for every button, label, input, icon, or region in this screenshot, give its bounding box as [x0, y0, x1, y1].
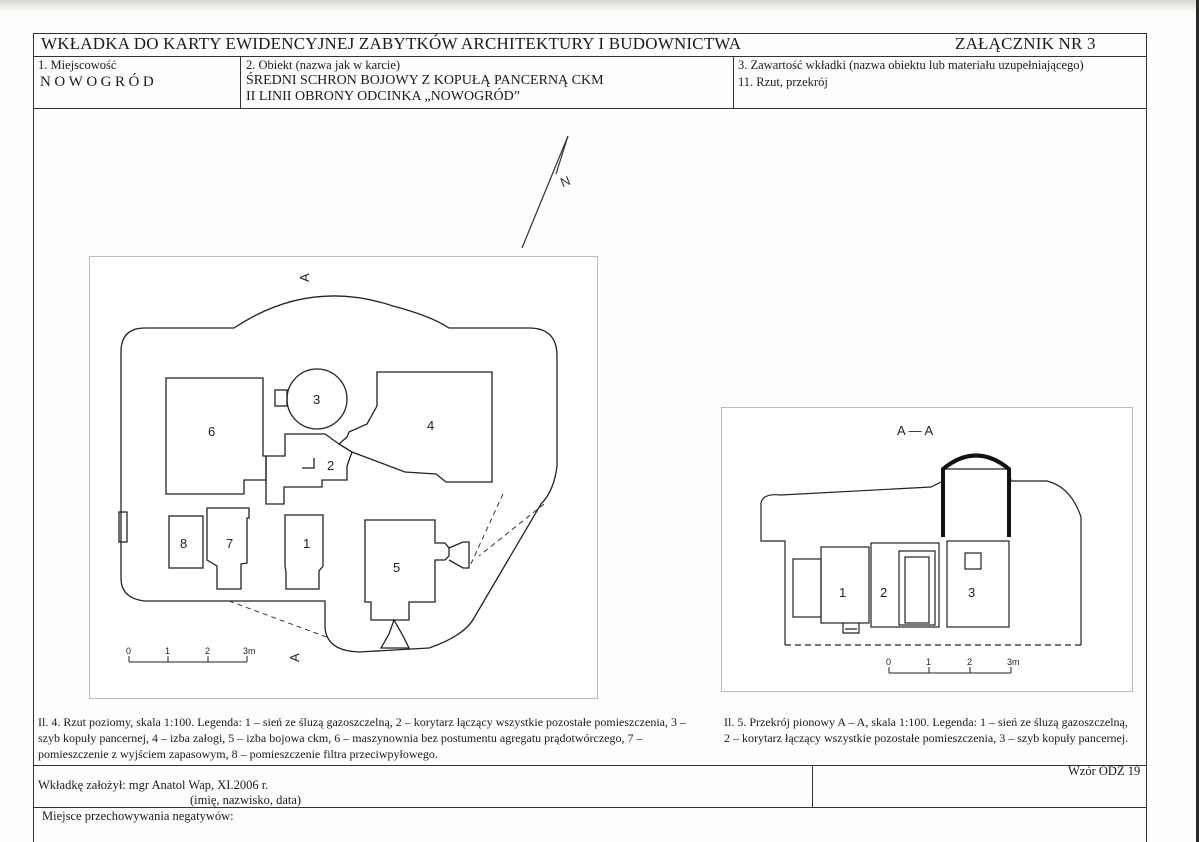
plan-drawing-panel — [89, 256, 598, 699]
captions-bottom — [33, 765, 1146, 766]
floor-plan: A A 1 2 3 4 5 6 7 8 0 1 2 3m — [118, 273, 558, 663]
section-title: A — A — [897, 423, 933, 438]
section-room-3-window — [964, 552, 982, 570]
plan-room-3-niche — [274, 389, 288, 407]
object-name-line2: II LINII OBRONY ODCINKA „NOWOGRÓD” — [246, 89, 520, 104]
plan-label-8: 8 — [180, 536, 187, 551]
locality-value: NOWOGRÓD — [40, 74, 158, 90]
section-room-2-door — [898, 550, 936, 626]
object-label: 2. Obiekt (nazwa jak w karcie) — [246, 58, 401, 72]
section-room-3 — [946, 540, 1010, 628]
section-scale-bar — [888, 667, 1012, 674]
section-room-2-door-inner — [904, 556, 930, 624]
section-scale-1: 1 — [926, 657, 931, 667]
section-steps — [842, 623, 860, 634]
plan-embrasure — [448, 541, 470, 569]
section-dome — [941, 453, 1011, 537]
plan-label-3: 3 — [313, 392, 320, 407]
plan-room-7 — [206, 507, 250, 590]
plan-left-vent — [118, 511, 128, 543]
field-sep-1 — [240, 56, 241, 108]
annex-label: ZAŁĄCZNIK NR 3 — [955, 34, 1096, 53]
plan-section-mark-bottom: A — [287, 653, 302, 662]
section-scale-2: 2 — [967, 657, 972, 667]
plan-label-4: 4 — [427, 418, 434, 433]
frame-top — [33, 33, 1146, 34]
north-arrow: N — [521, 135, 572, 249]
locality-label: 1. Miejscowość — [38, 58, 117, 72]
plan-scale-3: 3m — [243, 646, 256, 656]
plan-label-7: 7 — [226, 536, 233, 551]
section-label-2: 2 — [880, 585, 887, 600]
header-divider — [33, 56, 1146, 57]
section-scale-3: 3m — [1007, 657, 1020, 667]
north-label: N — [558, 173, 572, 190]
section-room-1-vent — [792, 558, 822, 618]
scan-edge-right — [1196, 0, 1199, 842]
frame-right — [1146, 33, 1147, 842]
plan-label-1: 1 — [303, 536, 310, 551]
plan-scale-1: 1 — [165, 646, 170, 656]
plan-room-1 — [284, 514, 324, 590]
section-room-2 — [870, 542, 940, 628]
footer-sep — [812, 765, 813, 807]
plan-room-5 — [364, 519, 450, 621]
plan-label-6: 6 — [208, 424, 215, 439]
template-number: Wzór ODZ 19 — [1068, 764, 1141, 778]
footer-line — [33, 807, 1146, 808]
frame-left — [33, 33, 34, 842]
author-hint: (imię, nazwisko, data) — [190, 793, 302, 807]
plan-outer-wall — [120, 295, 558, 653]
plan-room-2 — [265, 433, 353, 505]
plan-label-2: 2 — [327, 458, 334, 473]
section-left-wall — [760, 503, 786, 645]
section-label-1: 1 — [839, 585, 846, 600]
content-label: 3. Zawartość wkładki (nazwa obiektu lub … — [738, 58, 1084, 72]
document-title: WKŁADKA DO KARTY EWIDENCYJNEJ ZABYTKÓW A… — [41, 34, 742, 53]
plan-scale-0: 0 — [126, 646, 131, 656]
author-line: Wkładkę założył: mgr Anatol Wap, XI.2006… — [38, 778, 269, 792]
section-scale-0: 0 — [886, 657, 891, 667]
content-value: 11. Rzut, przekrój — [738, 75, 828, 89]
plan-section-mark-top: A — [297, 273, 312, 282]
vertical-section: A — A 1 2 3 0 1 2 3m — [760, 423, 1082, 674]
plan-scale-bar — [128, 656, 248, 663]
plan-room-6 — [165, 377, 267, 495]
plan-corridor-mark — [302, 458, 315, 469]
field-sep-2 — [733, 56, 734, 108]
plan-label-5: 5 — [393, 560, 400, 575]
section-earth-profile — [760, 468, 1082, 645]
plan-scale-2: 2 — [205, 646, 210, 656]
plan-room-4 — [337, 371, 493, 483]
object-name-line1: ŚREDNI SCHRON BOJOWY Z KOPUŁĄ PANCERNĄ C… — [246, 73, 604, 88]
section-caption: Il. 5. Przekrój pionowy A – A, skala 1:1… — [724, 715, 1129, 745]
plan-caption: Il. 4. Rzut poziomy, skala 1:100. Legend… — [38, 715, 686, 761]
plan-dashed-outline — [228, 493, 545, 639]
scan-edge-top — [0, 0, 1199, 12]
negatives-storage: Miejsce przechowywania negatywów: — [42, 809, 234, 823]
plan-room-5-exit — [379, 618, 411, 649]
fields-bottom — [33, 108, 1146, 109]
plan-room-8 — [168, 515, 204, 569]
section-label-3: 3 — [968, 585, 975, 600]
